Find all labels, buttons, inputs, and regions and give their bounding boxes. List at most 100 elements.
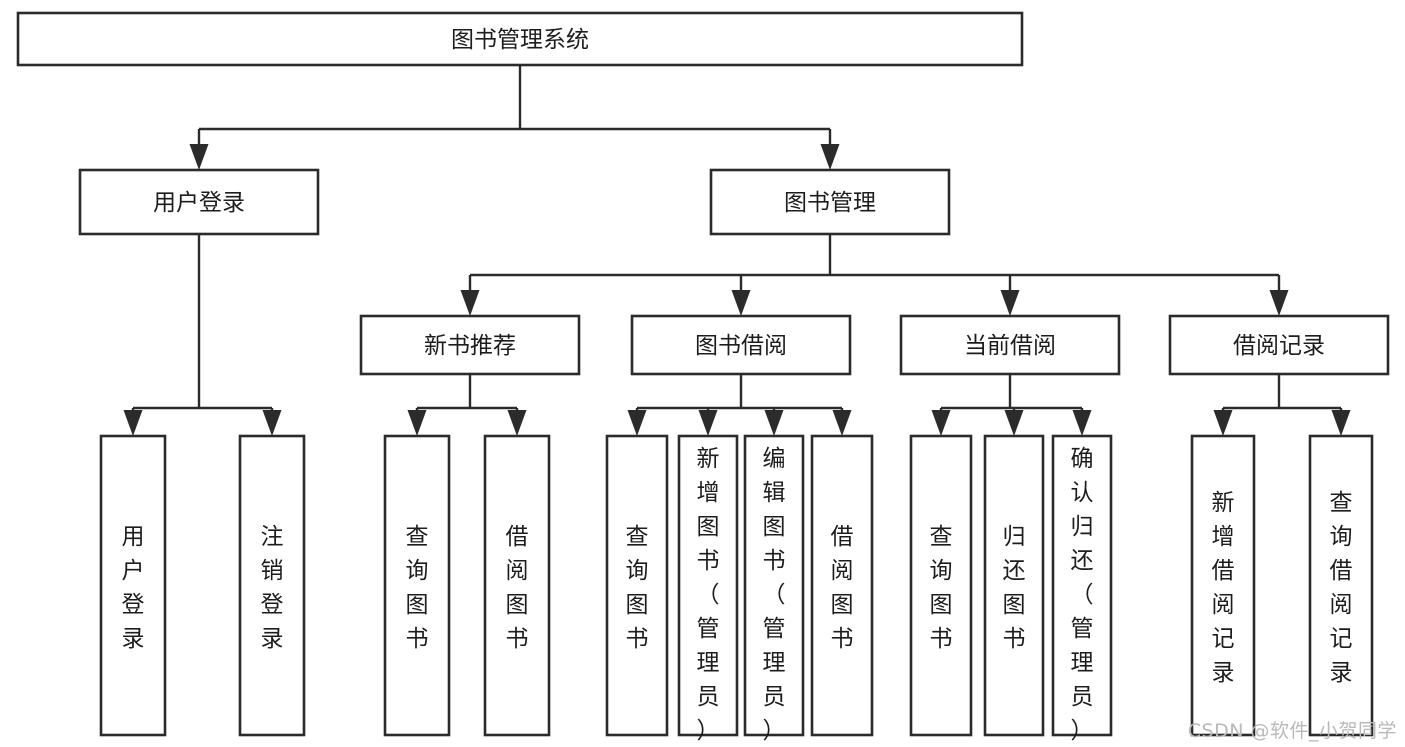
node-label-leaf-current-3-char-3: 还: [1071, 548, 1094, 574]
node-label-leaf-borrow-3-char-3: 书: [763, 548, 786, 574]
node-box-leaf-current-1[interactable]: [909, 434, 973, 737]
node-label-leaf-records-2-char-3: 阅: [1330, 592, 1353, 618]
arrow-head-icon: [1072, 410, 1092, 436]
edge-group-login: [123, 234, 282, 436]
node-label-leaf-borrow-2-char-8: ）: [697, 718, 720, 744]
node-box-leaf-newrec-1[interactable]: [383, 434, 451, 737]
edge-group-current: [931, 374, 1092, 436]
node-label-leaf-borrow-3-char-0: 编: [763, 446, 786, 472]
node-label-records: 借阅记录: [1233, 333, 1325, 359]
node-label-leaf-borrow-2-char-4: （: [697, 582, 720, 608]
node-label-leaf-records-1-char-0: 新: [1212, 490, 1235, 516]
node-label-leaf-current-3-char-6: 理: [1071, 650, 1094, 676]
node-label-leaf-newrec-2-char-2: 图: [506, 592, 529, 618]
node-label-leaf-current-2-char-2: 图: [1003, 592, 1026, 618]
node-label-leaf-current-3-char-8: ）: [1071, 718, 1094, 744]
node-root[interactable]: 图书管理系统: [16, 11, 1024, 67]
node-label-leaf-borrow-2-char-1: 增: [697, 480, 720, 506]
node-box-leaf-newrec-2[interactable]: [483, 434, 551, 737]
node-label-leaf-current-3-char-2: 归: [1071, 514, 1094, 540]
arrow-head-icon: [931, 410, 951, 436]
node-box-leaf-borrow-3[interactable]: [743, 434, 805, 737]
node-label-leaf-borrow-2-char-6: 理: [697, 650, 720, 676]
arrow-head-icon: [407, 410, 427, 436]
node-label-leaf-login-2-char-1: 销: [261, 558, 284, 584]
node-label-newrec: 新书推荐: [424, 333, 516, 359]
arrow-head-icon: [1269, 290, 1289, 316]
node-bookmgmt[interactable]: 图书管理: [709, 168, 951, 236]
edge-group-borrow: [627, 374, 852, 436]
node-label-leaf-login-1-char-1: 户: [122, 558, 145, 584]
node-label-leaf-current-3-char-5: 管: [1071, 616, 1094, 642]
node-label-leaf-records-2-char-4: 记: [1330, 626, 1353, 652]
node-label-leaf-newrec-2-char-1: 阅: [506, 558, 529, 584]
node-label-leaf-borrow-3-char-2: 图: [763, 514, 786, 540]
node-label-leaf-borrow-3-char-8: ）: [763, 718, 786, 744]
arrow-head-icon: [123, 410, 143, 436]
edge-group-root: [189, 65, 840, 170]
node-box-records[interactable]: [1168, 314, 1390, 376]
node-newrec[interactable]: 新书推荐: [359, 314, 581, 376]
node-records[interactable]: 借阅记录: [1168, 314, 1390, 376]
node-label-login: 用户登录: [153, 190, 245, 216]
node-box-leaf-borrow-1[interactable]: [605, 434, 669, 737]
node-label-leaf-newrec-2-char-0: 借: [506, 524, 529, 550]
node-label-bookmgmt: 图书管理: [784, 190, 876, 216]
node-box-bookmgmt[interactable]: [709, 168, 951, 236]
node-box-leaf-login-1[interactable]: [99, 434, 167, 737]
node-login[interactable]: 用户登录: [78, 168, 320, 236]
node-label-leaf-current-3-char-0: 确: [1071, 446, 1094, 472]
node-box-borrow[interactable]: [630, 314, 852, 376]
node-label-leaf-current-3-char-1: 认: [1071, 480, 1094, 506]
node-box-leaf-login-2[interactable]: [238, 434, 306, 737]
node-box-leaf-records-2[interactable]: [1308, 434, 1374, 737]
node-label-leaf-borrow-2-char-0: 新: [697, 446, 720, 472]
node-label-leaf-borrow-3-char-1: 辑: [763, 480, 786, 506]
node-leaf-login-1[interactable]: 用户登录: [99, 434, 167, 737]
node-label-leaf-current-3-char-7: 员: [1071, 684, 1094, 710]
edge-layer: [123, 65, 1351, 436]
node-box-newrec[interactable]: [359, 314, 581, 376]
node-label-leaf-records-1-char-2: 借: [1212, 558, 1235, 584]
node-label-leaf-records-1-char-4: 记: [1212, 626, 1235, 652]
node-box-leaf-current-3[interactable]: [1051, 434, 1113, 737]
node-label-leaf-records-2-char-0: 查: [1330, 490, 1353, 516]
node-borrow[interactable]: 图书借阅: [630, 314, 852, 376]
node-label-leaf-records-1-char-5: 录: [1212, 660, 1235, 686]
node-box-leaf-borrow-4[interactable]: [810, 434, 874, 737]
arrow-head-icon: [731, 290, 751, 316]
node-label-leaf-records-2-char-5: 录: [1330, 660, 1353, 686]
node-box-leaf-current-2[interactable]: [983, 434, 1045, 737]
node-label-leaf-records-1-char-1: 增: [1212, 524, 1235, 550]
node-current[interactable]: 当前借阅: [899, 314, 1121, 376]
arrow-head-icon: [627, 410, 647, 436]
node-box-current[interactable]: [899, 314, 1121, 376]
node-label-leaf-newrec-1-char-3: 书: [406, 626, 429, 652]
node-label-leaf-current-2-char-3: 书: [1003, 626, 1026, 652]
arrow-head-icon: [1331, 410, 1351, 436]
arrow-head-icon: [189, 144, 209, 170]
node-label-leaf-newrec-1-char-2: 图: [406, 592, 429, 618]
arrow-head-icon: [698, 410, 718, 436]
node-box-leaf-borrow-2[interactable]: [677, 434, 739, 737]
node-label-leaf-borrow-4-char-2: 图: [831, 592, 854, 618]
node-box-root[interactable]: [16, 11, 1024, 67]
arrow-head-icon: [1000, 290, 1020, 316]
node-box-login[interactable]: [78, 168, 320, 236]
node-label-leaf-login-1-char-3: 录: [122, 626, 145, 652]
node-box-leaf-records-1[interactable]: [1190, 434, 1256, 737]
